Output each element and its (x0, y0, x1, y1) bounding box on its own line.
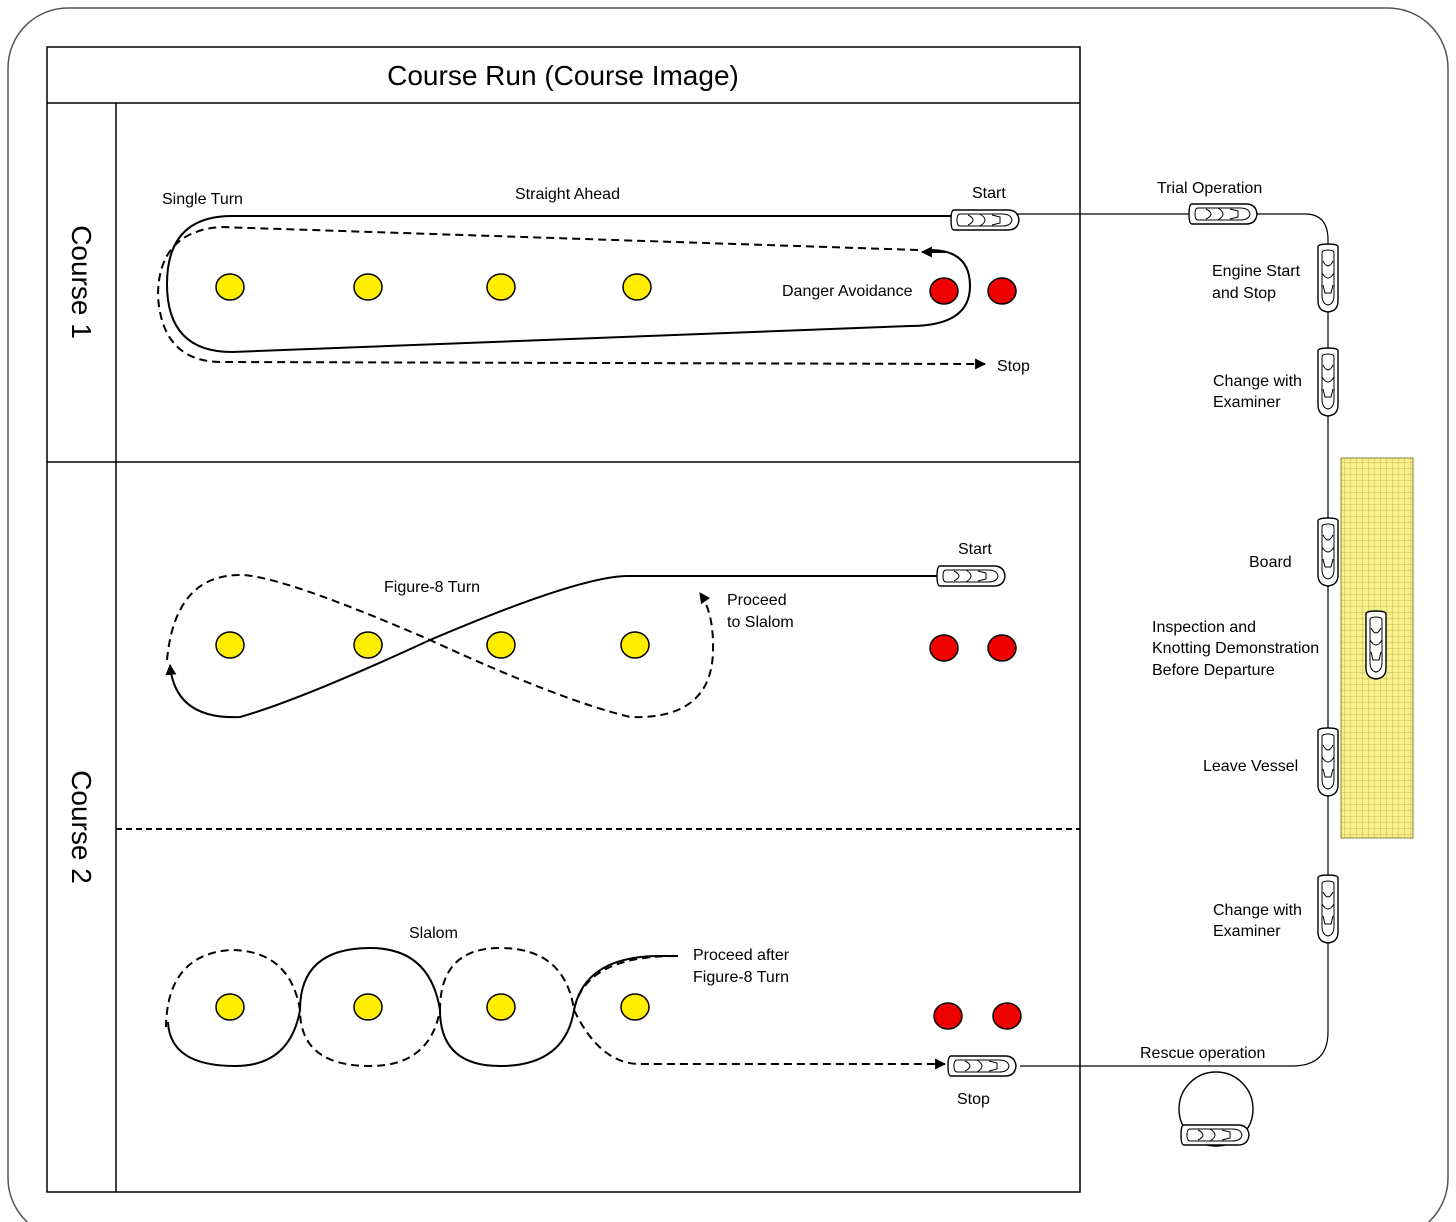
proceed-after-line1: Proceed after (693, 947, 790, 964)
proceed-to-slalom-line1: Proceed (727, 592, 787, 609)
single-turn-label: Single Turn (162, 191, 243, 208)
trial-operation-label: Trial Operation (1157, 180, 1262, 197)
inspection-boat (1365, 610, 1387, 680)
course1-solid-path (165, 215, 972, 354)
procedure-path (1016, 213, 1329, 1067)
course-table (46, 46, 1081, 1193)
proceed-to-slalom-line2: to Slalom (727, 614, 794, 631)
slalom-stop-label: Stop (957, 1091, 990, 1108)
straight-ahead-label: Straight Ahead (515, 186, 620, 203)
course1-start-label: Start (972, 185, 1006, 202)
engine-start-line1: Engine Start (1212, 263, 1301, 280)
slalom-solid-path (167, 946, 678, 1068)
change-examiner-2-line1: Change with (1213, 902, 1302, 919)
change-examiner-1-line2: Examiner (1213, 394, 1281, 411)
figure8-start-boat (936, 565, 1006, 587)
trial-operation-boat (1188, 203, 1258, 225)
leave-vessel-label: Leave Vessel (1203, 758, 1298, 775)
figure8-dashed-path (166, 573, 715, 719)
engine-start-line2: and Stop (1212, 285, 1276, 302)
figure8-solid-path (165, 575, 945, 719)
change-examiner-boat-2 (1317, 874, 1339, 944)
course1-stop-label: Stop (997, 358, 1030, 375)
course1-red-buoys (929, 277, 1017, 305)
change-examiner-boat-1 (1317, 347, 1339, 417)
course2-label: Course 2 (66, 770, 97, 884)
board-label: Board (1249, 554, 1292, 571)
slalom-stop-boat (947, 1055, 1017, 1077)
outer-frame (7, 7, 1449, 1222)
proceed-after-line2: Figure-8 Turn (693, 969, 789, 986)
rescue-operation-label: Rescue operation (1140, 1045, 1265, 1062)
board-boat (1317, 517, 1339, 587)
slalom-yellow-buoys (215, 993, 650, 1021)
inspection-line3: Before Departure (1152, 662, 1275, 679)
slalom-label: Slalom (409, 925, 458, 942)
slalom-dashed-path (165, 946, 945, 1066)
page-title: Course Run (Course Image) (387, 60, 739, 91)
figure8-red-buoys (929, 634, 1017, 662)
slalom-red-buoys (933, 1002, 1022, 1030)
figure8-label: Figure-8 Turn (384, 579, 480, 596)
course1-yellow-buoys (215, 273, 652, 301)
course1-start-boat (950, 209, 1020, 231)
engine-start-boat (1317, 243, 1339, 313)
figure8-yellow-buoys (215, 631, 650, 659)
change-examiner-2-line2: Examiner (1213, 923, 1281, 940)
danger-avoidance-label: Danger Avoidance (782, 283, 913, 300)
change-examiner-1-line1: Change with (1213, 373, 1302, 390)
rescue-boat (1180, 1124, 1250, 1146)
course1-label: Course 1 (66, 225, 97, 339)
inspection-line1: Inspection and (1152, 619, 1256, 636)
figure8-start-label: Start (958, 541, 992, 558)
leave-vessel-boat (1317, 727, 1339, 797)
inspection-line2: Knotting Demonstration (1152, 640, 1319, 657)
